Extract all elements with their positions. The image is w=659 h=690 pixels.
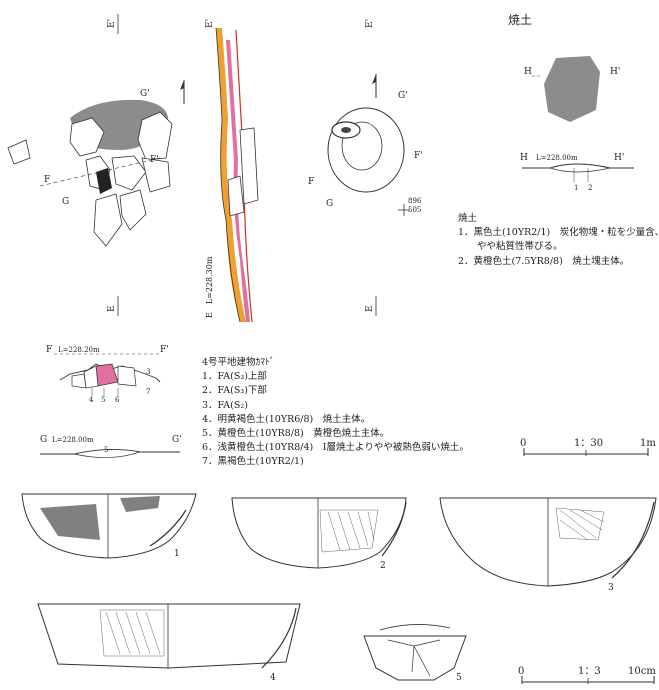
section-f-left: F	[46, 345, 52, 355]
scale-feature-ratio: 1：30	[574, 438, 603, 449]
kamado-legend-item: 5．黄橙色土(10YR8/8) 黄橙色焼土主体。	[202, 428, 390, 440]
kamado-legend-item: 3．FA(S₂)	[202, 399, 248, 411]
section-f-layer: 4	[89, 396, 94, 404]
pottery-5: 5	[363, 624, 467, 683]
scale-bar-feature: 0 1：30 1m	[520, 438, 656, 456]
section-e: E' E L=228.30m	[205, 19, 259, 323]
section-f-level: L=228.20m	[58, 346, 100, 354]
ring-label-f-prime: F'	[414, 151, 423, 161]
stone	[111, 155, 147, 191]
kamado-legend-item: 2．FA(S₃)下部	[202, 385, 267, 397]
burnt-soil-label-h-prime: H'	[610, 67, 620, 77]
pottery-2: 2	[231, 497, 407, 571]
burnt-soil-label-h: H	[524, 67, 532, 77]
north-arrow-icon	[372, 74, 377, 98]
scale-pottery-zero: 0	[518, 666, 524, 677]
stone	[93, 193, 123, 247]
grid-east: 505	[408, 206, 421, 214]
section-f-layer: 7	[146, 388, 150, 396]
pottery-number: 5	[456, 673, 462, 683]
label-e-bottom: E	[107, 305, 117, 312]
burnt-soil-legend-item: 2．黄橙色土(7.5YR8/8) 焼土塊主体。	[458, 255, 630, 267]
section-g-level: L=228.00m	[52, 436, 94, 444]
burnt-soil-title: 焼土	[508, 13, 532, 27]
kamado-legend-item: 7．黒褐色土(10YR2/1)	[202, 456, 304, 468]
label-e-prime-top: E'	[107, 19, 117, 28]
kamado-legend-title: 4号平地建物ｶﾏﾄﾞ	[202, 357, 275, 368]
kamado-legend: 4号平地建物ｶﾏﾄﾞ 1．FA(S₃)上部 2．FA(S₃)下部 3．FA(S₂…	[202, 356, 469, 470]
kamado-legend-item: 6．浅黄橙色土(10YR8/4) Ⅰ層焼土よりやや被熱色弱い焼土。	[202, 442, 469, 454]
section-f: F L=228.20m F' 4 5 6 3 7	[46, 345, 169, 404]
kamado-legend-item: 1．FA(S₃)上部	[202, 371, 267, 383]
burnt-soil-legend: 焼土 1．黒色土(10YR2/1) 炭化物塊・粒を少量含、 やや粘質性帯びる。 …	[458, 212, 659, 269]
ring-label-e-prime: E'	[365, 19, 375, 28]
scale-feature-zero: 0	[520, 438, 526, 449]
section-e-level: E L=228.30m	[205, 256, 214, 318]
label-e-prime-section: E'	[205, 19, 215, 28]
kamado-legend-item: 4．明黄褐色土(10YR6/8) 焼土主体。	[202, 413, 371, 425]
ring-plan: E' F F' G G' 896 505 E	[308, 19, 423, 316]
stone	[119, 189, 147, 231]
pottery-number: 3	[608, 583, 614, 593]
stone	[137, 111, 173, 161]
scale-feature-end: 1m	[640, 438, 656, 449]
section-g-layer: 5	[104, 446, 108, 454]
burnt-soil-legend-title: 焼土	[458, 213, 478, 224]
burnt-soil-legend-item: 1．黒色土(10YR2/1) 炭化物塊・粒を少量含、	[458, 227, 659, 239]
ring-label-g-prime: G'	[398, 91, 408, 101]
scale-pottery-ratio: 1：3	[578, 666, 601, 677]
ring-label-e: E	[365, 305, 375, 312]
burnt-soil-legend-item: やや粘質性帯びる。	[458, 241, 563, 253]
layer-pink	[226, 40, 250, 322]
label-f: F	[44, 175, 50, 185]
stone	[7, 139, 31, 165]
pottery-3: 3	[439, 497, 657, 593]
label-g-prime: G'	[140, 89, 150, 99]
scale-bar-pottery: 0 1：3 10cm	[518, 666, 656, 684]
burnt-soil-layer-1: 1	[574, 184, 578, 192]
section-g-left: G	[40, 435, 47, 445]
section-g-right: G'	[172, 435, 182, 445]
burnt-soil-section-h-prime: H'	[614, 153, 624, 163]
ring-label-f: F	[308, 177, 314, 187]
burnt-soil-area	[544, 56, 600, 122]
section-g: G L=228.00m G' 5	[40, 435, 182, 458]
kiln-plan: E' F F' G G' E	[7, 14, 173, 316]
pottery-number: 4	[270, 673, 276, 683]
ring-label-g: G	[326, 199, 333, 209]
section-f-layer: 6	[115, 396, 120, 404]
section-f-layer: 3	[146, 368, 150, 376]
label-g: G	[62, 197, 69, 207]
grid-north: 896	[408, 197, 422, 205]
burnt-soil-level: L=228.00m	[536, 154, 578, 162]
burnt-soil-layer-2: 2	[588, 184, 592, 192]
stone	[141, 157, 171, 193]
stone	[69, 117, 105, 157]
section-f-right: F'	[160, 345, 169, 355]
burnt-soil-plan: 焼土 H H' H L=228.00m H' 1 2	[508, 13, 634, 192]
burnt-soil-section-h: H	[520, 153, 528, 163]
pottery-1: 1	[21, 493, 197, 559]
pottery-number: 2	[380, 561, 386, 571]
pottery-number: 1	[174, 549, 180, 559]
scale-pottery-end: 10cm	[628, 666, 656, 677]
label-f-prime: F'	[150, 155, 159, 165]
pottery-4: 4	[37, 603, 301, 683]
dark-stone	[96, 168, 112, 194]
layer-orange	[216, 28, 246, 322]
section-f-layer: 5	[101, 396, 105, 404]
north-arrow-icon	[180, 80, 185, 104]
